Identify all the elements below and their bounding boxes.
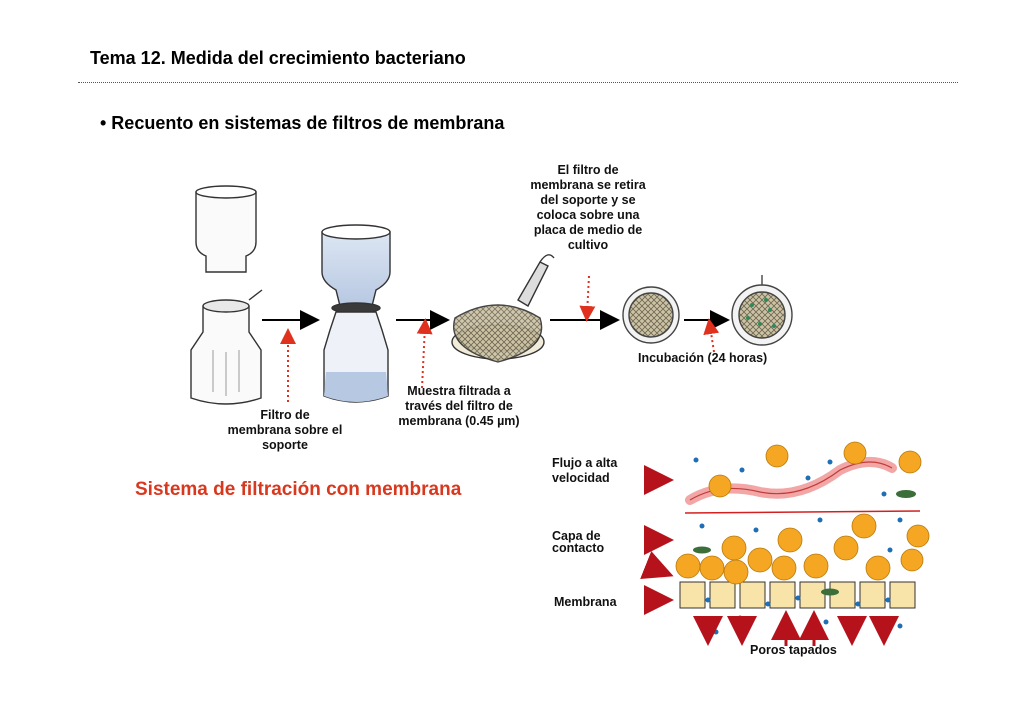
slide-subtitle: • Recuento en sistemas de filtros de mem… bbox=[100, 113, 505, 133]
filled-funnel-icon bbox=[321, 224, 391, 403]
label-clogged-pores: Poros tapados bbox=[750, 643, 837, 657]
label-contact-layer: Capa de contacto bbox=[552, 529, 605, 555]
membrane-flow-illustration bbox=[640, 441, 930, 646]
slide-title: Tema 12. Medida del crecimiento bacteria… bbox=[90, 48, 466, 68]
petri-dish-with-filter-icon bbox=[451, 254, 555, 363]
label-high-flow: Flujo a alta velocidad bbox=[552, 456, 618, 485]
label-filtered-sample: Muestra filtrada a través del filtro de … bbox=[398, 384, 520, 428]
label-incubation: Incubación (24 horas) bbox=[638, 351, 768, 365]
label-membrane-filter: Filtro de membrana sobre el soporte bbox=[227, 408, 343, 452]
culture-plate-icon bbox=[622, 286, 680, 344]
label-membrane: Membrana bbox=[554, 595, 617, 609]
title-divider bbox=[78, 82, 958, 83]
incubated-plate-icon bbox=[731, 275, 793, 346]
funnel-apparatus-icon bbox=[190, 185, 263, 405]
label-filter-removed: El filtro de membrana se retira del sopo… bbox=[530, 163, 646, 252]
system-title: Sistema de filtración con membrana bbox=[135, 479, 462, 500]
